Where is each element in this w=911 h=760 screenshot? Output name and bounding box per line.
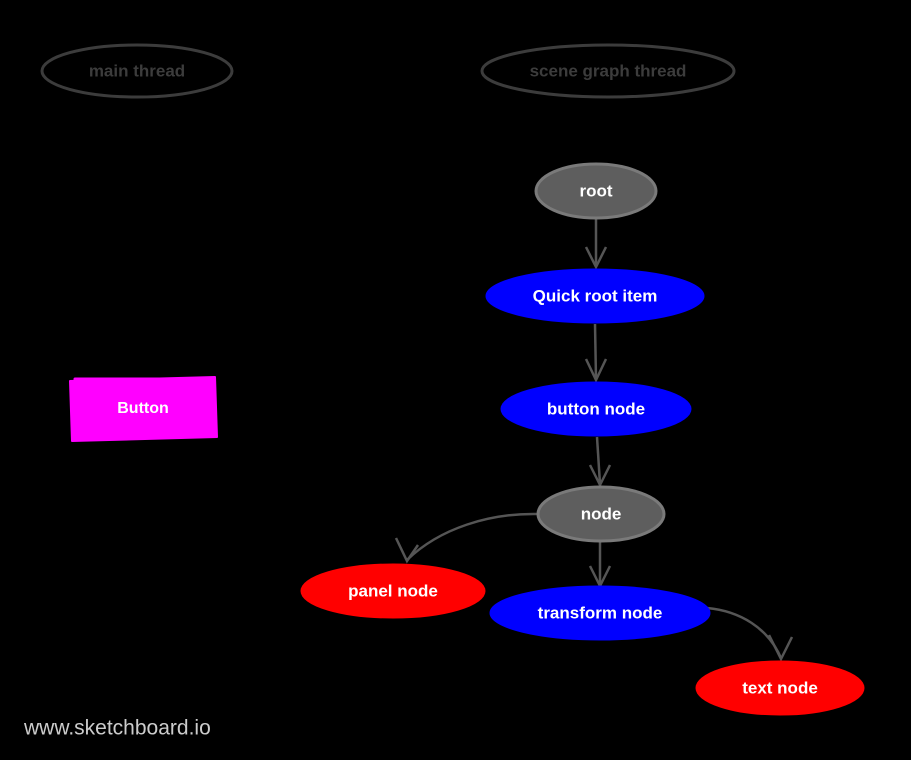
edge-quick-root-item-to-button-node[interactable] <box>584 323 608 383</box>
node-button-node-shape <box>500 381 692 437</box>
swimlane-scene-graph-thread[interactable]: scene graph thread <box>480 43 736 99</box>
node-button-label: Button <box>117 400 169 417</box>
swimlane-main-thread[interactable]: main thread <box>40 43 234 99</box>
node-text-node[interactable]: text node <box>695 660 865 716</box>
node-transform-node-shape <box>489 585 711 641</box>
node-button-sketch-overlay <box>72 377 216 439</box>
edge-line <box>593 323 598 380</box>
swimlane-main-thread-ellipse <box>40 43 234 99</box>
node-quick-root-item-shape <box>485 268 705 324</box>
node-panel-node-label: panel node <box>348 581 438 600</box>
node-root-label: root <box>579 181 612 200</box>
edge-node-to-panel-node[interactable] <box>394 512 539 564</box>
arrowhead-icon <box>588 464 612 488</box>
node-node-label: node <box>581 504 622 523</box>
watermark-label: www.sketchboard.io <box>23 717 211 740</box>
node-button-node[interactable]: button node <box>500 381 692 437</box>
swimlane-scene-graph-thread-ellipse <box>480 43 736 99</box>
node-text-node-label: text node <box>742 678 818 697</box>
node-panel-node-shape <box>300 563 486 619</box>
node-quick-root-item-label: Quick root item <box>533 286 658 305</box>
node-button-node-label: button node <box>547 399 645 418</box>
edge-line <box>595 436 602 485</box>
node-transform-node[interactable]: transform node <box>489 585 711 641</box>
node-button[interactable]: Button <box>69 376 218 442</box>
node-text-node-shape <box>695 660 865 716</box>
node-node-shape <box>536 485 666 543</box>
edge-root-to-quick-root-item[interactable] <box>584 219 608 270</box>
node-transform-node-label: transform node <box>538 603 663 622</box>
edge-button-node-to-node[interactable] <box>588 436 612 488</box>
arrowhead-icon <box>584 358 608 383</box>
swimlane-main-thread-label: main thread <box>89 61 185 80</box>
arrowhead-icon <box>584 246 608 270</box>
node-root-shape <box>534 162 658 220</box>
arrowhead-icon <box>394 537 420 564</box>
edge-node-to-transform-node[interactable] <box>588 541 612 589</box>
edge-line <box>706 606 783 659</box>
arrowhead-icon <box>767 634 794 662</box>
node-panel-node[interactable]: panel node <box>300 563 486 619</box>
node-quick-root-item[interactable]: Quick root item <box>485 268 705 324</box>
edge-transform-node-to-text-node[interactable] <box>706 606 794 662</box>
node-node[interactable]: node <box>536 485 666 543</box>
node-root[interactable]: root <box>534 162 658 220</box>
swimlane-scene-graph-thread-label: scene graph thread <box>530 61 687 80</box>
edge-line <box>406 512 539 561</box>
